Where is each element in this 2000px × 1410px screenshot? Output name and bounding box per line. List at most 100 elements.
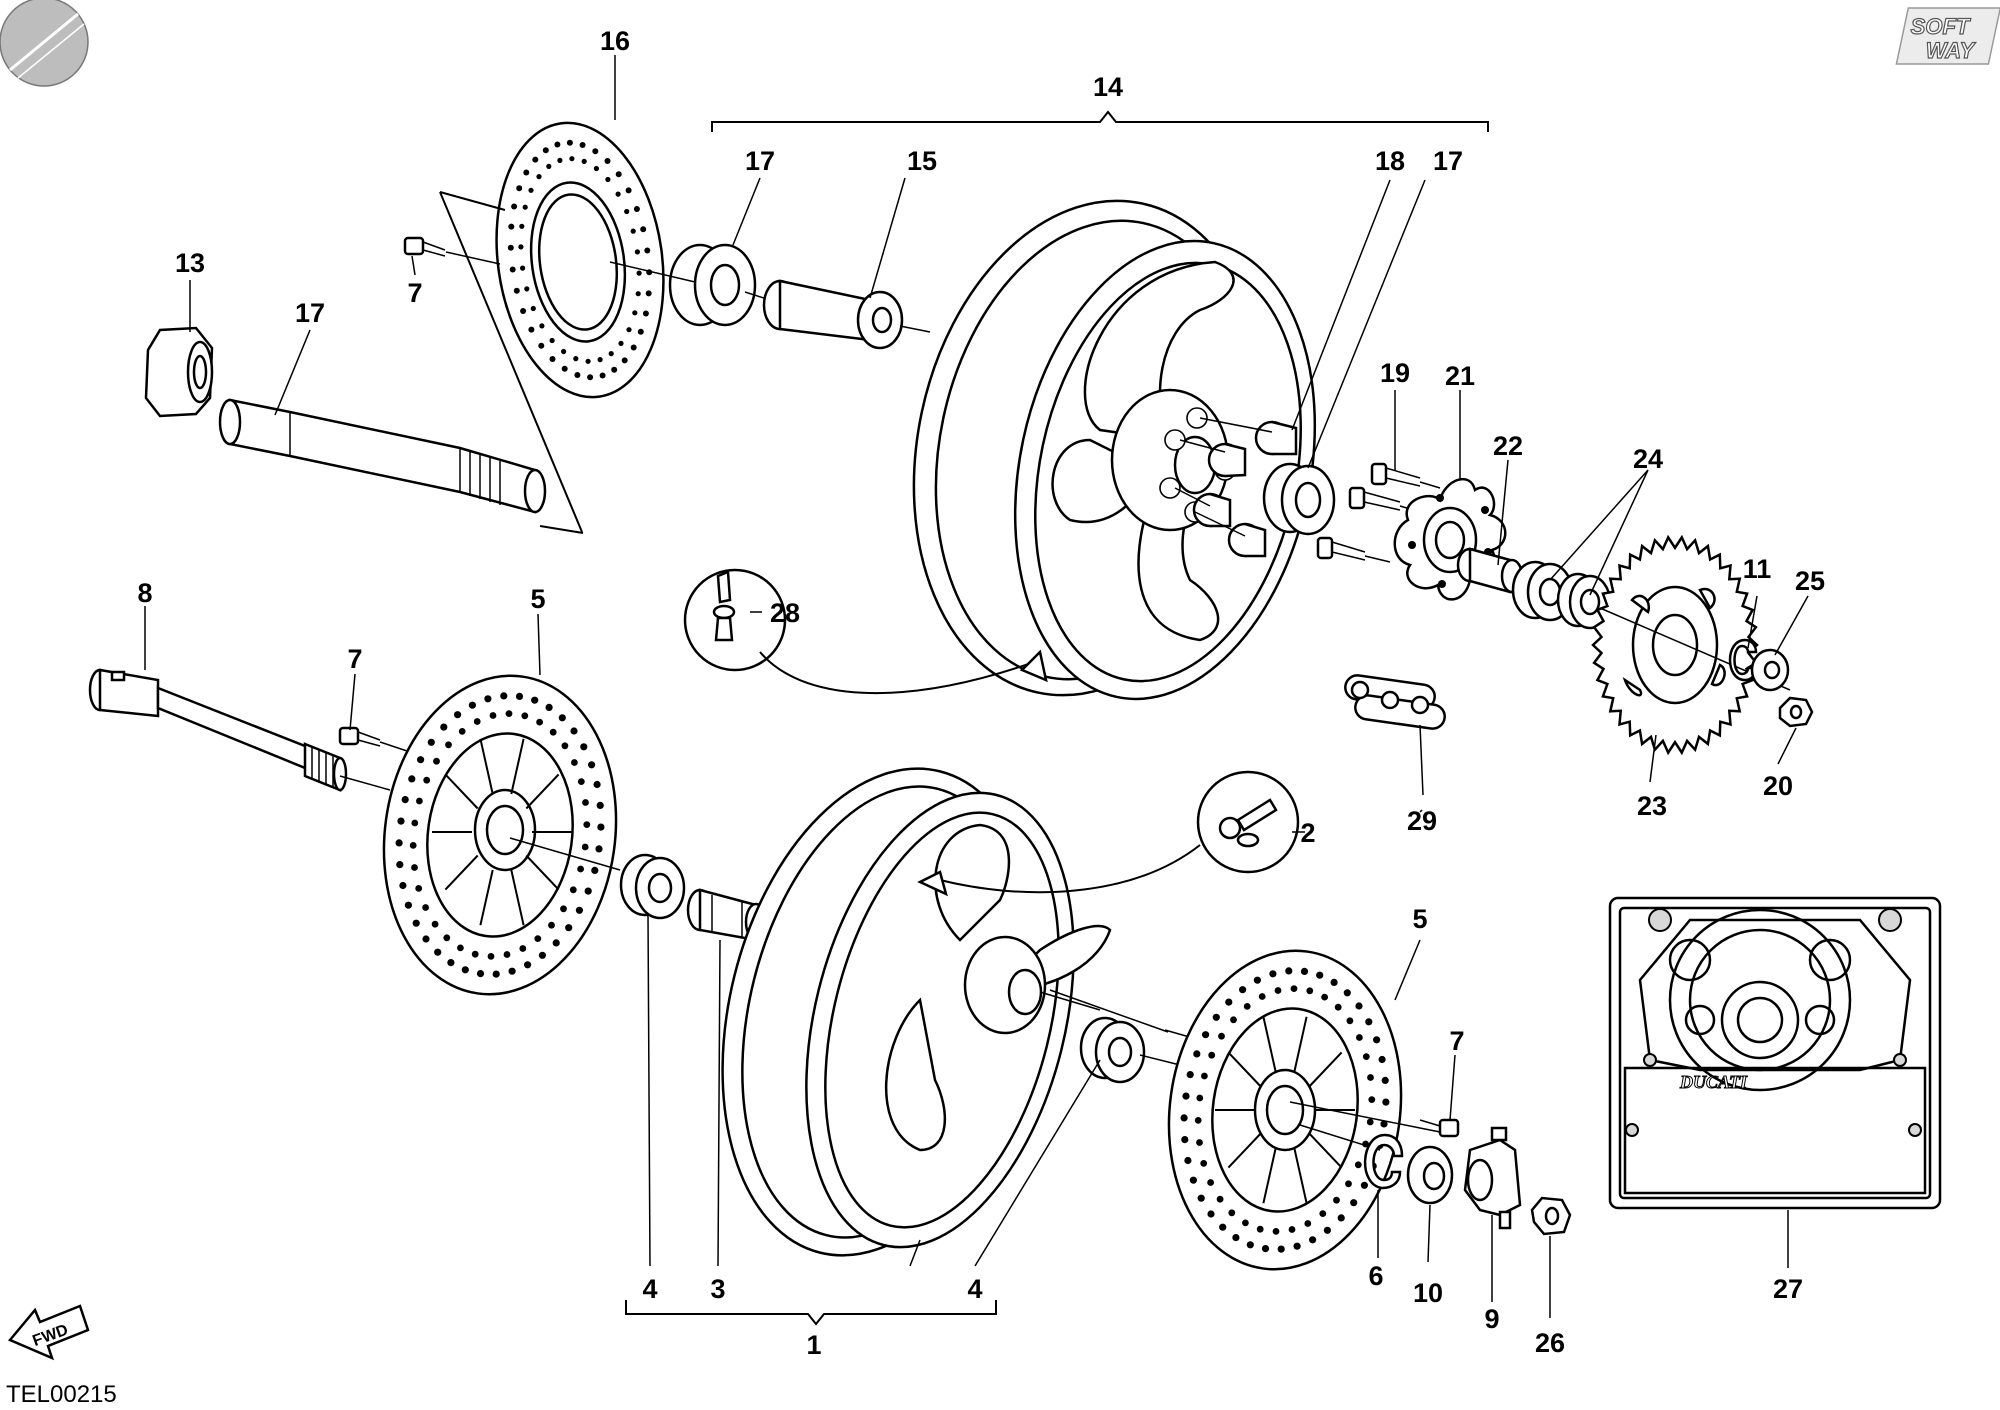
disc-hole — [560, 905, 567, 913]
disc-spoke — [444, 854, 479, 891]
callout-24: 24 — [1633, 444, 1663, 474]
disc-hole — [1380, 1120, 1388, 1128]
disc-hole — [1345, 1180, 1352, 1188]
badge-line1: SOFT — [1911, 14, 1971, 39]
disc-hole — [1196, 1094, 1204, 1102]
disc-hole — [1189, 1176, 1197, 1184]
disc-hole — [401, 796, 409, 804]
disc-hole — [1323, 1226, 1331, 1234]
disc-hole — [507, 244, 514, 251]
disc-hole — [409, 842, 417, 849]
part-19-studs — [1316, 462, 1421, 561]
disc-hole — [558, 714, 566, 722]
disc-hole — [580, 743, 588, 751]
disc-hole — [1293, 1242, 1301, 1250]
disc-hole — [1368, 1096, 1376, 1103]
disc-hole — [591, 866, 599, 875]
callout-labels: 16 14 17 15 18 17 13 17 7 19 21 22 24 11… — [137, 26, 1825, 1360]
disc-hole — [1180, 1114, 1188, 1122]
disc-hole — [1346, 1017, 1354, 1025]
disc-hole — [520, 265, 526, 271]
disc-hole — [1382, 1098, 1390, 1106]
disc-hole — [524, 286, 530, 292]
disc-hole — [1300, 967, 1309, 976]
disc-hole — [557, 157, 563, 163]
callout-11: 11 — [1743, 554, 1772, 584]
disc-hole — [458, 728, 466, 735]
disc-hole — [549, 337, 555, 344]
callout-10: 10 — [1413, 1278, 1443, 1308]
disc-hole — [423, 776, 431, 784]
disc-hole — [1304, 1220, 1312, 1227]
disc-hole — [645, 290, 652, 297]
disc-hole — [520, 308, 527, 314]
disc-hole — [1186, 1071, 1194, 1079]
disc-hole — [642, 310, 649, 317]
callout-21: 21 — [1445, 361, 1475, 391]
disc-hole — [1334, 1003, 1342, 1011]
disc-hole — [447, 959, 455, 967]
disc-hole — [1316, 971, 1324, 979]
disc-spoke — [479, 869, 494, 926]
disc-spoke — [525, 854, 560, 891]
callout-7-lower-right: 7 — [1449, 1026, 1464, 1056]
disc-hole — [1366, 1118, 1374, 1126]
part-1-front-wheel — [721, 767, 1112, 1257]
disc-hole — [539, 323, 545, 329]
disc-hole — [1246, 1241, 1254, 1249]
disc-hole — [592, 148, 599, 155]
disc-hole — [595, 845, 603, 853]
disc-hole — [615, 171, 622, 178]
disc-hole — [531, 696, 539, 704]
disc-hole — [433, 757, 440, 765]
part-11-circlip — [1728, 638, 1758, 682]
disc-hole — [1272, 1228, 1280, 1235]
part-17-bearing-left — [668, 243, 757, 327]
callout-27: 27 — [1773, 1274, 1803, 1304]
disc-spoke — [1293, 1016, 1308, 1073]
disc-hole — [412, 919, 420, 927]
disc-hole — [523, 169, 530, 176]
disc-hole — [1242, 1219, 1249, 1227]
disc-hole — [593, 165, 600, 172]
disc-hole — [422, 904, 429, 911]
disc-hole — [581, 843, 589, 851]
part-16-rear-axle — [218, 398, 547, 514]
part-13-rear-wheel — [912, 199, 1317, 701]
disc-hole — [521, 712, 529, 720]
disc-hole — [569, 156, 575, 162]
disc-hole — [632, 310, 638, 316]
part-7-bolt-lower-right — [1419, 1118, 1460, 1138]
disc-hole — [1354, 1161, 1362, 1169]
disc-hole — [615, 191, 621, 197]
disc-hole — [637, 328, 644, 335]
part-20-nut — [1778, 696, 1814, 728]
callout-4-left: 4 — [642, 1274, 657, 1304]
callout-2: 2 — [1300, 818, 1315, 848]
disc-hole — [1181, 1136, 1189, 1144]
callout-28: 28 — [770, 598, 800, 628]
disc-hole — [618, 340, 624, 346]
disc-hole — [636, 270, 642, 276]
disc-hole — [1243, 1003, 1251, 1010]
disc-hole — [534, 935, 542, 942]
disc-hole — [1362, 1053, 1370, 1060]
part-25-washer — [1750, 648, 1790, 692]
disc-hole — [532, 156, 539, 163]
callout-13: 14 — [1093, 72, 1123, 102]
part-27-plate: DUCATI — [1608, 896, 1942, 1210]
disc-hole — [581, 158, 587, 164]
disc-hole — [1207, 1210, 1215, 1218]
part-10-washer — [1406, 1145, 1454, 1205]
bracket-13 — [711, 110, 1489, 132]
disc-hole — [417, 756, 425, 764]
disc-hole — [457, 944, 464, 952]
disc-hole — [1330, 978, 1338, 987]
disc-hole — [508, 967, 516, 975]
disc-hole — [561, 348, 567, 355]
disc-hole — [1184, 1156, 1192, 1165]
disc-hole — [530, 305, 536, 312]
disc-spoke — [525, 773, 560, 810]
callout-20: 20 — [1763, 771, 1793, 801]
